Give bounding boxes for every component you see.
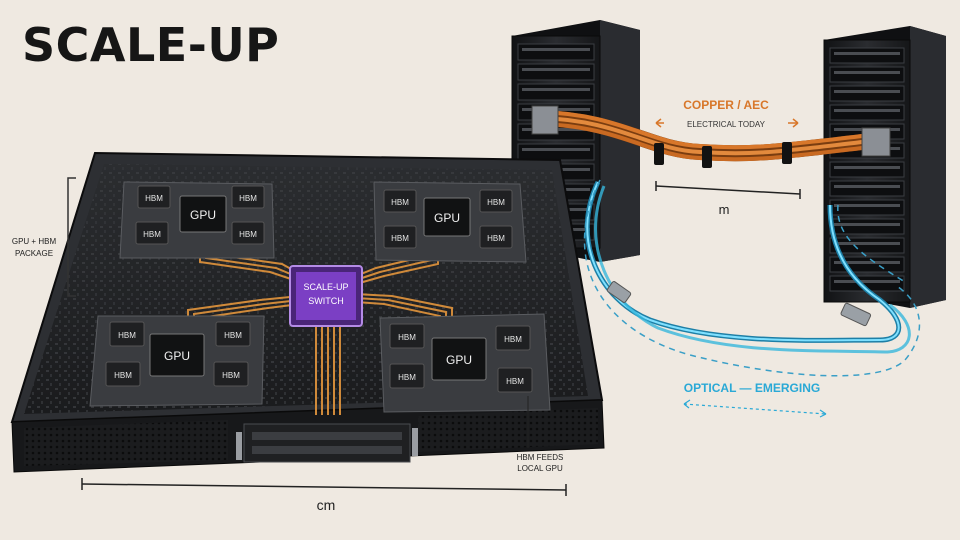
arrow-right-icon <box>819 409 827 418</box>
hbm-chip: HBM <box>504 335 522 344</box>
rack-unit-vent <box>522 68 590 71</box>
rack-unit-vent <box>834 223 900 226</box>
copper-annotation: COPPER / AEC ELECTRICAL TODAY <box>655 98 799 129</box>
optical-title: OPTICAL — EMERGING <box>684 381 820 395</box>
server-rack-right <box>823 26 946 308</box>
hbm-chip: HBM <box>506 377 524 386</box>
rack-unit-vent <box>834 185 900 188</box>
rack-server-unit <box>829 47 905 64</box>
rack-server-unit <box>517 83 595 101</box>
rack-server-unit <box>829 66 905 83</box>
package-label-line2: PACKAGE <box>15 249 53 258</box>
switch-label-line2: SWITCH <box>308 296 344 306</box>
hbm-chip: HBM <box>143 230 161 239</box>
package-label-line1: GPU + HBM <box>12 237 57 246</box>
hbm-chip: HBM <box>391 234 409 243</box>
rack-unit-vent <box>834 52 900 55</box>
page-title: SCALE-UP <box>22 18 280 72</box>
rack-unit-vent <box>834 166 900 169</box>
rack-unit-vent <box>522 148 590 151</box>
gpu-chip: GPU <box>446 353 472 367</box>
rack-unit-vent <box>834 280 900 283</box>
hbm-chip: HBM <box>391 198 409 207</box>
rack-server-unit <box>829 85 905 102</box>
gpu-chip: GPU <box>190 208 216 222</box>
scale-up-switch: SCALE-UP SWITCH <box>289 265 363 327</box>
hbm-chip: HBM <box>239 194 257 203</box>
rack-server-unit <box>829 104 905 121</box>
hbm-chip: HBM <box>222 371 240 380</box>
gpu-chip: GPU <box>164 349 190 363</box>
arrow-left-icon <box>683 399 691 409</box>
switch-label-line1: SCALE-UP <box>303 282 348 292</box>
hbm-chip: HBM <box>114 371 132 380</box>
hbm-chip: HBM <box>145 194 163 203</box>
gpu-package-top-right: HBM HBM HBM HBM GPU <box>373 181 527 263</box>
rack-server-unit <box>517 43 595 61</box>
hbm-chip: HBM <box>487 198 505 207</box>
rack-unit-vent <box>834 204 900 207</box>
copper-title: COPPER / AEC <box>683 98 769 112</box>
gpu-package-bottom-left: HBM HBM HBM HBM GPU <box>89 315 265 407</box>
hbm-chip: HBM <box>487 234 505 243</box>
scale-bar-centimeters: cm <box>81 478 567 513</box>
hbm-chip: HBM <box>224 331 242 340</box>
rack-unit-vent <box>834 71 900 74</box>
rack-unit-vent <box>522 48 590 51</box>
hbm-feeds-line2: LOCAL GPU <box>517 464 563 473</box>
gpu-package-bottom-right: HBM HBM HBM HBM GPU <box>379 313 551 413</box>
rack-server-unit <box>829 161 905 178</box>
rack-server-unit <box>829 218 905 235</box>
rack-unit-vent <box>834 261 900 264</box>
rack-server-unit <box>829 199 905 216</box>
rack-server-unit <box>517 63 595 81</box>
hbm-chip: HBM <box>398 373 416 382</box>
optical-fiber-link <box>583 179 921 377</box>
package-annotation: GPU + HBM PACKAGE <box>12 177 76 297</box>
rack-unit-vent <box>834 242 900 245</box>
optical-annotation: OPTICAL — EMERGING <box>683 381 827 418</box>
copper-cable-bundle <box>531 105 891 168</box>
hbm-chip: HBM <box>118 331 136 340</box>
rack-server-unit <box>517 143 595 161</box>
hbm-chip: HBM <box>239 230 257 239</box>
rack-server-unit <box>829 180 905 197</box>
arrow-left-icon <box>655 118 664 128</box>
scale-label-cm: cm <box>317 497 336 513</box>
rack-unit-vent <box>522 88 590 91</box>
rack-unit-vent <box>834 109 900 112</box>
scale-label-m: m <box>719 202 730 217</box>
copper-subtitle: ELECTRICAL TODAY <box>687 120 766 129</box>
rack-unit-vent <box>834 90 900 93</box>
gpu-chip: GPU <box>434 211 460 225</box>
arrow-right-icon <box>788 118 799 128</box>
scale-bar-meters: m <box>655 181 801 217</box>
rack-server-unit <box>829 237 905 254</box>
gpu-package-top-left: HBM HBM HBM HBM GPU <box>119 181 275 259</box>
hbm-chip: HBM <box>398 333 416 342</box>
hbm-feeds-line1: HBM FEEDS <box>517 453 564 462</box>
hbm-feeds-annotation: HBM FEEDS LOCAL GPU <box>517 396 564 473</box>
